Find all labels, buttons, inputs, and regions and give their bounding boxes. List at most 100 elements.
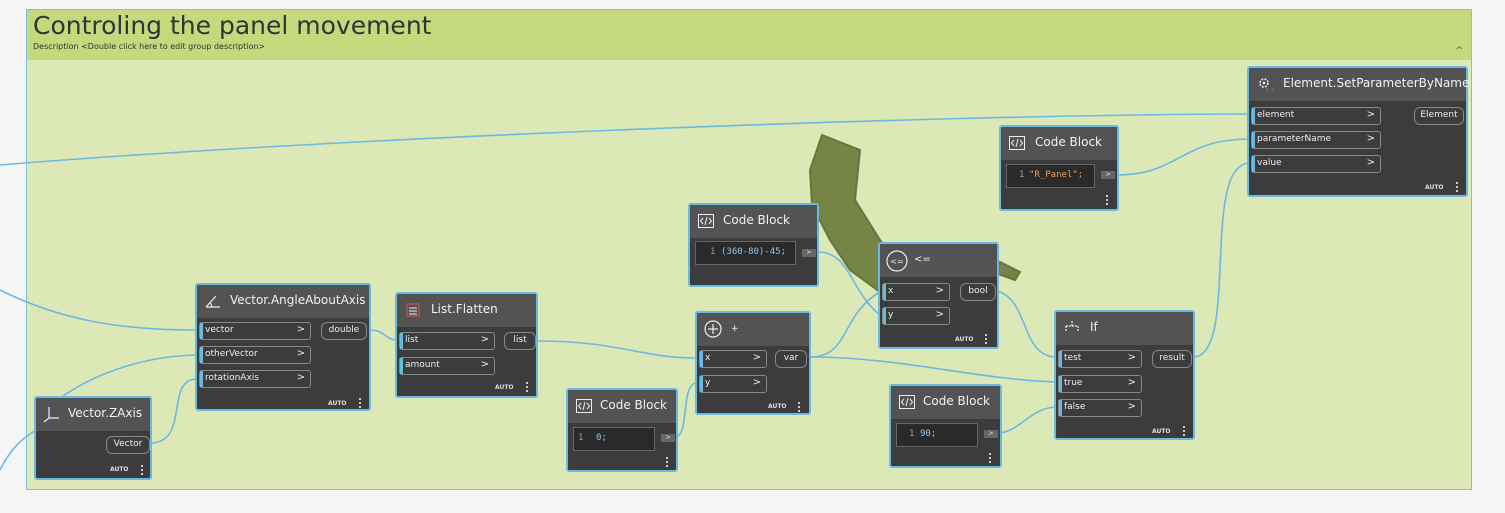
node-menu-icon[interactable] (1183, 426, 1185, 436)
code-text[interactable]: (360-80)-45; (721, 247, 787, 257)
output-port[interactable]: > (802, 249, 816, 257)
node-header[interactable]: Code Block (568, 390, 676, 423)
wire-external-bottom (0, 429, 37, 471)
input-port-x[interactable]: x> (699, 350, 767, 368)
wire-zero-to-y (674, 382, 698, 438)
output-port-vector[interactable]: Vector (106, 436, 150, 454)
node-vector-angle-about-axis[interactable]: Vector.AngleAboutAxis vector> otherVecto… (195, 283, 371, 411)
node-title: Code Block (923, 394, 990, 408)
wire-var-to-lex (809, 291, 881, 358)
node-menu-icon[interactable] (798, 402, 800, 412)
node-menu-icon[interactable] (666, 457, 668, 467)
wire-bool-to-test (996, 290, 1058, 358)
node-menu-icon[interactable] (359, 398, 361, 408)
node-header[interactable]: + (697, 313, 809, 346)
lacing-label[interactable]: AUTO (955, 336, 974, 343)
output-port-list[interactable]: list (504, 332, 536, 350)
output-port-element[interactable]: Element (1414, 107, 1464, 125)
input-port-y[interactable]: y> (882, 307, 950, 325)
input-port-test[interactable]: test> (1058, 350, 1142, 368)
lacing-label[interactable]: AUTO (1425, 184, 1444, 191)
code-text[interactable]: "R_Panel"; (1029, 170, 1084, 180)
input-port-amount[interactable]: amount> (399, 357, 495, 375)
wire-ninety-to-false (996, 406, 1058, 434)
less-equal-icon: <= (886, 250, 908, 272)
wire-result-to-value (1192, 162, 1251, 358)
code-text[interactable]: 0; (596, 433, 607, 443)
input-port-false[interactable]: false> (1058, 399, 1142, 417)
group-title[interactable]: Controling the panel movement (33, 11, 432, 40)
node-menu-icon[interactable] (1456, 182, 1458, 192)
input-port-value[interactable]: value> (1251, 155, 1381, 173)
group-header[interactable]: Controling the panel movement Descriptio… (27, 10, 1471, 60)
input-port-true[interactable]: true> (1058, 375, 1142, 393)
lacing-label[interactable]: AUTO (768, 403, 787, 410)
lacing-label[interactable]: AUTO (328, 400, 347, 407)
lacing-label[interactable]: AUTO (495, 384, 514, 391)
wire-expr-to-ley (817, 251, 881, 316)
node-list-flatten[interactable]: List.Flatten list> amount> list AUTO (395, 292, 538, 398)
output-port-var[interactable]: var (775, 350, 807, 368)
output-port[interactable]: > (984, 430, 998, 438)
output-port-bool[interactable]: bool (960, 283, 996, 301)
node-less-equal[interactable]: <= <= x> y> bool AUTO (878, 242, 999, 349)
group-collapse-icon[interactable]: ^ (1455, 46, 1463, 56)
node-title: List.Flatten (431, 302, 498, 316)
node-menu-icon[interactable] (526, 382, 528, 392)
node-add[interactable]: + x> y> var AUTO (695, 311, 811, 415)
input-port-list[interactable]: list> (399, 332, 495, 350)
output-port-double[interactable]: double (321, 322, 367, 340)
node-element-set-parameter-by-name[interactable]: 1.2 Element.SetParameterByName element> … (1247, 66, 1470, 197)
code-editor[interactable]: 1 "R_Panel"; (1006, 164, 1095, 188)
code-editor[interactable]: 1 (360-80)-45; (695, 241, 796, 265)
node-menu-icon[interactable] (985, 334, 987, 344)
code-editor[interactable]: 1 90; (896, 423, 978, 447)
input-port-vector[interactable]: vector> (199, 322, 311, 340)
node-header[interactable]: Vector.ZAxis (36, 398, 150, 431)
input-port-parametername[interactable]: parameterName> (1251, 131, 1381, 149)
output-port[interactable]: > (1101, 171, 1115, 179)
code-block-icon (899, 395, 915, 409)
angle-icon (205, 295, 220, 308)
wire-double-to-list (369, 329, 398, 341)
code-block-icon (1009, 136, 1025, 150)
node-header[interactable]: Vector.AngleAboutAxis (197, 285, 369, 318)
output-port-result[interactable]: result (1152, 350, 1192, 368)
node-title: Code Block (1035, 135, 1102, 149)
node-code-block-ninety[interactable]: Code Block 1 90; > (889, 384, 1002, 468)
input-port-element[interactable]: element> (1251, 107, 1381, 125)
gear-icon: 1.2 (1259, 78, 1274, 93)
node-title: If (1090, 320, 1098, 334)
list-flatten-icon (406, 303, 420, 317)
node-header[interactable]: List.Flatten (397, 294, 536, 327)
node-code-block-expression[interactable]: Code Block 1 (360-80)-45; > (688, 203, 819, 287)
input-port-y[interactable]: y> (699, 375, 767, 393)
input-port-x[interactable]: x> (882, 283, 950, 301)
node-title: <= (914, 254, 931, 265)
node-menu-icon[interactable] (1106, 195, 1108, 205)
node-menu-icon[interactable] (141, 465, 143, 475)
node-vector-zaxis[interactable]: Vector.ZAxis Vector AUTO (34, 396, 152, 480)
wire-list-to-x (536, 340, 698, 359)
node-header[interactable]: 1.2 Element.SetParameterByName (1249, 68, 1470, 101)
group-description[interactable]: Description <Double click here to edit g… (33, 42, 266, 51)
vector-axis-icon (43, 407, 59, 423)
node-if[interactable]: If test> true> false> result AUTO (1054, 310, 1195, 440)
node-header[interactable]: Code Block (891, 386, 1000, 419)
node-title: Element.SetParameterByName (1283, 76, 1470, 90)
node-code-block-parameter-name[interactable]: Code Block 1 "R_Panel"; > (999, 125, 1119, 211)
node-header[interactable]: If (1056, 312, 1193, 345)
input-port-othervector[interactable]: otherVector> (199, 346, 311, 364)
output-port[interactable]: > (661, 434, 675, 442)
code-text[interactable]: 90; (920, 429, 937, 439)
node-header[interactable]: Code Block (690, 205, 817, 238)
code-block-icon (576, 399, 592, 413)
lacing-label[interactable]: AUTO (1152, 428, 1171, 435)
node-menu-icon[interactable] (989, 453, 991, 463)
node-header[interactable]: <= <= (880, 244, 997, 277)
input-port-rotationaxis[interactable]: rotationAxis> (199, 370, 311, 388)
node-code-block-zero[interactable]: Code Block 1 0; > (566, 388, 678, 472)
node-header[interactable]: Code Block (1001, 127, 1117, 160)
lacing-label[interactable]: AUTO (110, 466, 129, 473)
code-editor[interactable]: 1 0; (573, 427, 655, 451)
